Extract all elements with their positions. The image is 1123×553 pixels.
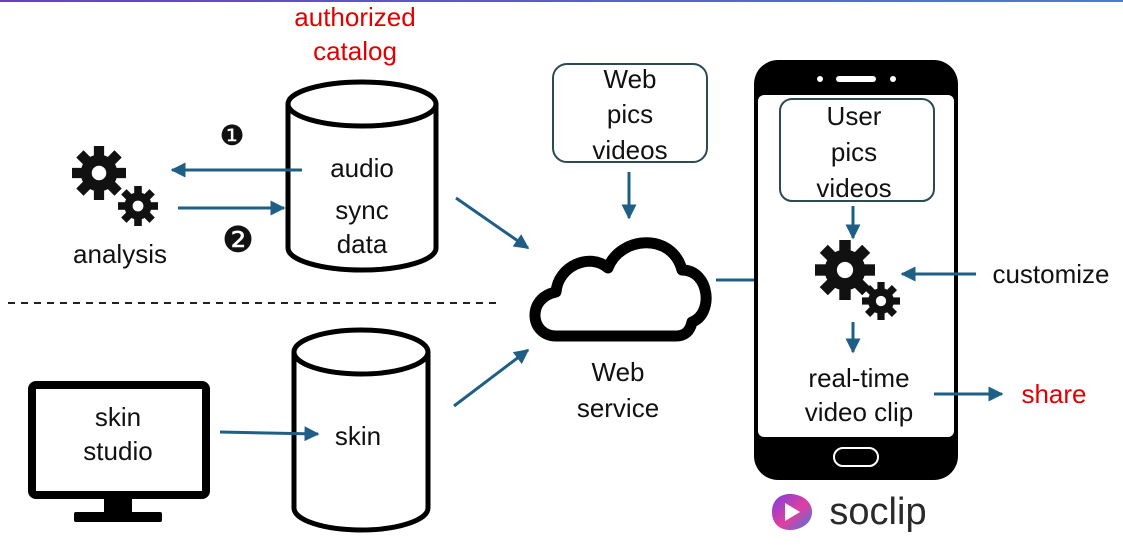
play-logo-icon xyxy=(772,494,812,530)
gears-icon xyxy=(118,186,158,226)
catalog-content-data: data xyxy=(336,229,388,259)
top-divider xyxy=(0,0,1123,2)
skin-studio-line2: studio xyxy=(83,436,153,466)
share-label: share xyxy=(1021,379,1087,409)
user-pics-line1: User xyxy=(826,101,882,131)
gears-icon xyxy=(862,282,900,320)
catalog-caption-line1: authorized xyxy=(294,2,416,32)
user-pics-line2: pics xyxy=(830,137,878,167)
step-1-marker: ❶ xyxy=(219,120,245,151)
brand-name: soclip xyxy=(829,491,927,533)
customize-label: customize xyxy=(992,259,1110,289)
analysis-label: analysis xyxy=(73,239,167,269)
skin-database-icon xyxy=(291,327,431,533)
catalog-database-icon xyxy=(285,79,439,273)
catalog-content-sync: sync xyxy=(335,195,389,225)
arrow-skin-to-service xyxy=(453,348,530,408)
web-service-line1: Web xyxy=(591,357,645,387)
arrow-to-skin xyxy=(219,426,320,442)
gears-icon xyxy=(72,146,126,200)
cloud-icon xyxy=(529,237,712,342)
skin-db-label: skin xyxy=(334,421,382,451)
catalog-content-audio: audio xyxy=(330,153,394,183)
clip-line1: real-time xyxy=(808,363,910,393)
monitor-icon xyxy=(28,381,210,522)
web-service-line2: service xyxy=(576,393,660,423)
catalog-caption-line2: catalog xyxy=(313,36,397,66)
web-pics-box xyxy=(552,63,708,163)
arrow-catalog-to-service xyxy=(455,196,530,250)
step-2-marker: ❷ xyxy=(221,219,255,260)
web-pics-line2: pics xyxy=(606,99,654,129)
skin-studio-line1: skin xyxy=(94,402,142,432)
user-pics-box xyxy=(779,98,935,202)
web-pics-line1: Web xyxy=(603,64,657,94)
user-pics-line3: videos xyxy=(816,173,892,203)
web-pics-line3: videos xyxy=(592,135,668,165)
clip-line2: video clip xyxy=(804,397,914,427)
